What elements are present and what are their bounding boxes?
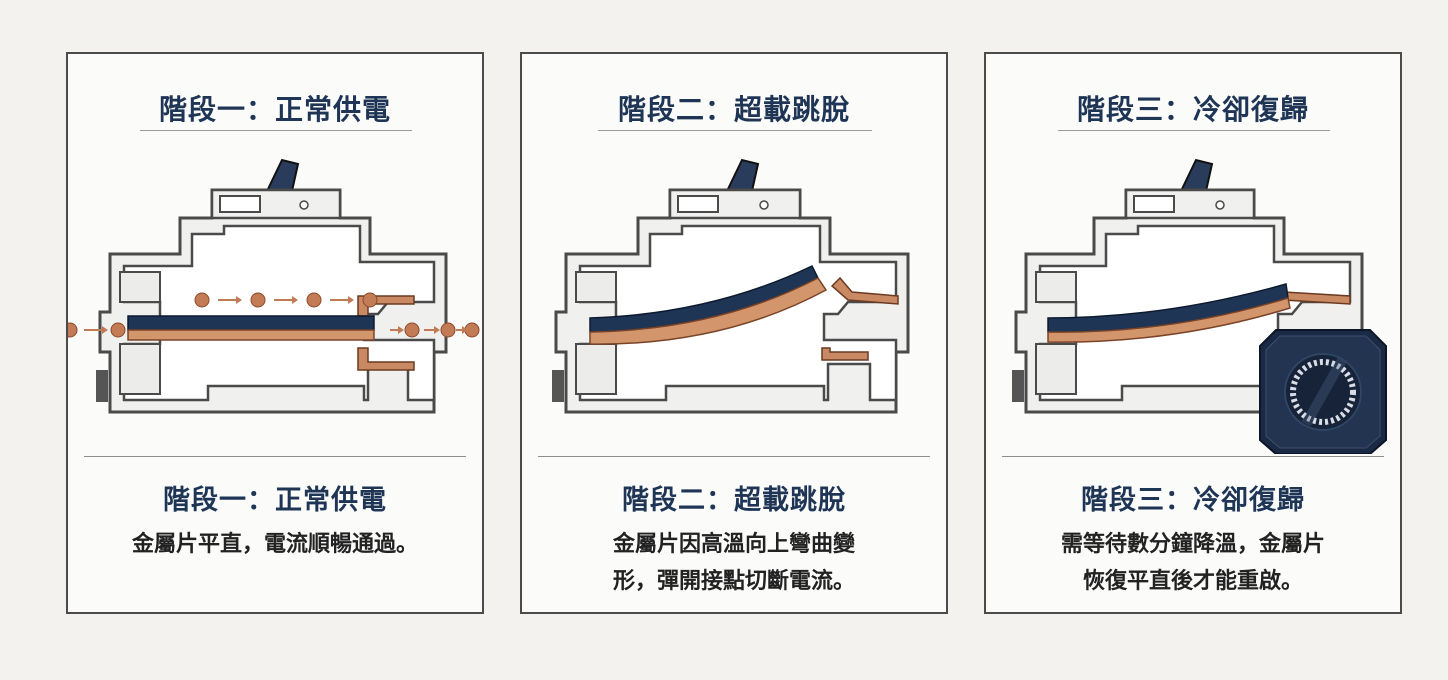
lower-contact: [357, 347, 415, 371]
stage-panel-normal: 階段一：正常供電: [66, 52, 484, 614]
current-dot-icon: [250, 292, 266, 308]
section-divider: [538, 456, 930, 457]
bimetal-strip-top: [127, 315, 375, 331]
section-divider: [1002, 456, 1384, 457]
housing-inner-wall: [1035, 271, 1077, 303]
pivot-screw: [759, 200, 769, 210]
panel-heading: 階段二：超載跳脫: [617, 93, 850, 126]
pivot-screw: [299, 200, 309, 210]
indicator-window: [219, 195, 261, 213]
lower-contact-open: [821, 347, 869, 361]
stage-description: 金屬片因高溫向上彎曲變 形，彈開接點切斷電流。: [522, 526, 946, 600]
panel-heading: 階段三：冷卻復歸: [1076, 93, 1309, 126]
indicator-window-frame: [210, 188, 342, 220]
current-dot-icon: [306, 292, 322, 308]
stage-caption-title: 階段三：冷卻復歸: [1081, 485, 1305, 516]
breaker-cooling-diagram: [1012, 158, 1387, 454]
stage-description: 金屬片平直，電流順暢通過。: [68, 526, 482, 563]
current-dot-icon: [110, 322, 126, 338]
housing-inner-wall: [575, 271, 617, 303]
current-dot-icon: [68, 322, 78, 338]
bimetal-strip-bent-bottom: [589, 277, 828, 345]
indicator-window: [1133, 195, 1175, 213]
housing-inner-wall: [119, 271, 161, 303]
description-line: 恢復平直後才能重啟。: [1082, 569, 1303, 594]
bimetal-strip-bottom: [1047, 297, 1291, 343]
mount-tab: [96, 370, 108, 402]
current-dot-icon: [404, 322, 420, 338]
breaker-normal-diagram: [68, 158, 480, 414]
pivot-screw: [1215, 200, 1225, 210]
stage-panel-tripped: 階段二：超載跳脫 階段二：超載跳脫 金屬片因高溫向上彎曲變 形，彈開接點切斷電流…: [520, 52, 948, 614]
indicator-window: [677, 195, 719, 213]
panel-heading: 階段一：正常供電: [158, 93, 391, 126]
mount-tab: [1012, 370, 1024, 402]
stage-caption-title: 階段二：超載跳脫: [622, 485, 846, 516]
description-line: 金屬片平直，電流順暢通過。: [131, 532, 418, 557]
heading-rule: [598, 130, 872, 131]
upper-contact-open: [830, 276, 899, 305]
stage-caption-title: 階段一：正常供電: [163, 485, 387, 516]
section-divider: [84, 456, 466, 457]
housing-inner-wall: [575, 343, 617, 395]
heading-rule: [140, 130, 412, 131]
description-line: 金屬片因高溫向上彎曲變: [612, 532, 855, 557]
housing-inner-wall: [1035, 343, 1077, 395]
mount-tab: [552, 370, 564, 402]
timer-icon: [1259, 329, 1387, 454]
description-line: 需等待數分鐘降溫，金屬片: [1060, 532, 1325, 557]
current-dot-icon: [362, 292, 378, 308]
heading-rule: [1058, 130, 1330, 131]
stage-panel-reset: 階段三：冷卻復歸 階段三：冷卻復歸: [984, 52, 1402, 614]
bimetal-strip-bottom: [127, 329, 375, 341]
breaker-tripped-diagram: [552, 158, 910, 414]
current-dot-icon: [440, 322, 456, 338]
stage-description: 需等待數分鐘降溫，金屬片 恢復平直後才能重啟。: [986, 526, 1400, 600]
current-dot-icon: [194, 292, 210, 308]
description-line: 形，彈開接點切斷電流。: [612, 569, 855, 594]
housing-inner-wall: [119, 343, 161, 395]
